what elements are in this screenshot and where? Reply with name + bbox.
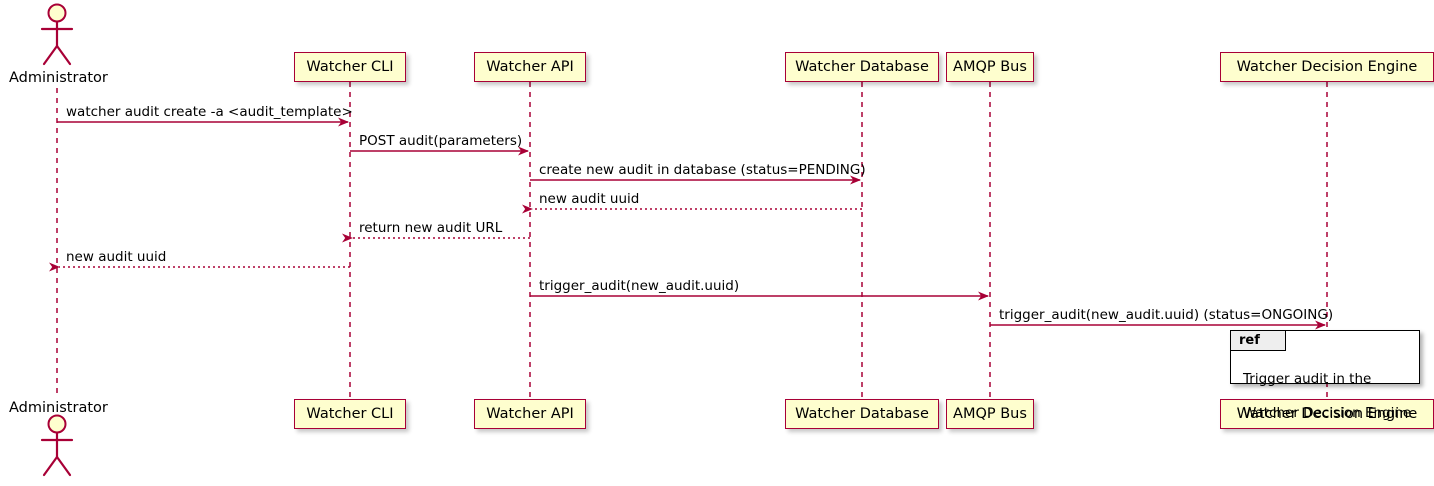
participant-box-bottom-watcher-database[interactable]: Watcher Database [784,399,940,429]
message-label-4: new audit uuid [539,191,640,207]
participant-box-top-watcher-api[interactable]: Watcher API [473,52,587,82]
ref-fragment[interactable]: ref Trigger audit in the Watcher Decisio… [1230,330,1420,421]
participant-box-top-watcher-cli[interactable]: Watcher CLI [293,52,407,82]
message-label-3: create new audit in database (status=PEN… [539,162,866,178]
ref-body-line-1: Trigger audit in the [1243,371,1372,387]
actor-figure-bottom-administrator [40,414,74,477]
participant-box-bottom-watcher-api[interactable]: Watcher API [473,399,587,429]
message-label-8: trigger_audit(new_audit.uuid) (status=ON… [999,307,1334,323]
ref-fragment-tab [1231,331,1286,351]
message-label-6: new audit uuid [66,249,167,265]
actor-label-bottom-administrator: Administrator [9,400,108,416]
participant-box-bottom-watcher-cli[interactable]: Watcher CLI [293,399,407,429]
ref-fragment-body: Trigger audit in the Watcher Decision En… [1243,354,1411,422]
message-label-2: POST audit(parameters) [359,133,523,149]
participant-box-bottom-amqp-bus[interactable]: AMQP Bus [946,399,1034,429]
message-label-5: return new audit URL [359,220,503,236]
messages-group [49,117,1326,330]
participant-box-top-amqp-bus[interactable]: AMQP Bus [946,52,1034,82]
actor-label-top-administrator: Administrator [9,70,108,86]
ref-body-line-2: Watcher Decision Engine [1243,405,1412,421]
actor-figure-top-administrator [40,3,74,66]
lifelines-group [56,82,1328,399]
message-label-7: trigger_audit(new_audit.uuid) [539,278,740,294]
participant-box-top-watcher-database[interactable]: Watcher Database [784,52,940,82]
message-label-1: watcher audit create -a <audit_template> [66,104,353,120]
participant-box-top-watcher-decision-engine[interactable]: Watcher Decision Engine [1220,52,1434,82]
ref-fragment-tab-label: ref [1239,333,1260,348]
participant-box-bottom-watcher-decision-engine[interactable]: Watcher Decision Engine [1220,399,1434,429]
actor-figures-group [40,3,74,477]
